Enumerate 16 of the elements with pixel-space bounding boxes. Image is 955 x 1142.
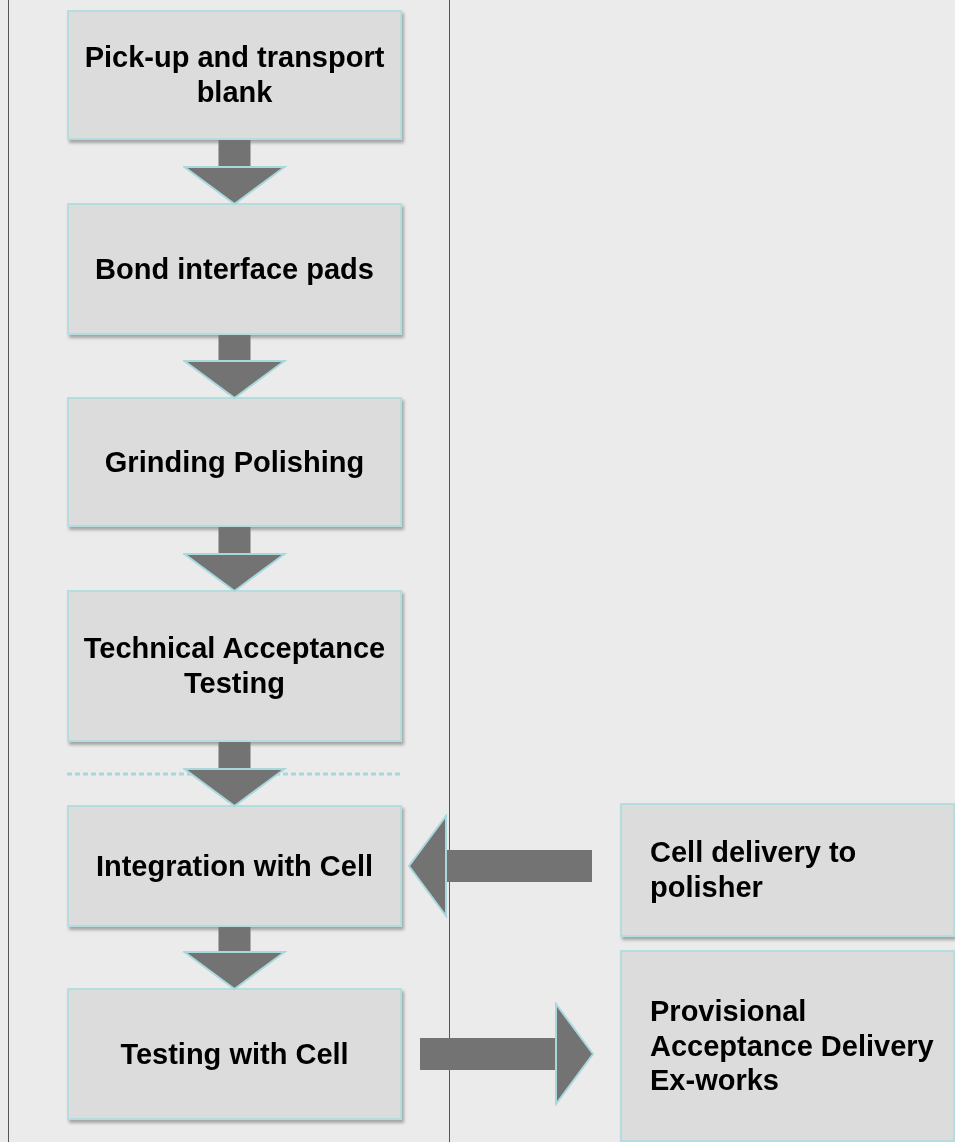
step-text: Testing with Cell: [120, 1036, 349, 1072]
process-box: [620, 803, 955, 937]
step-text: Provisional Acceptance Delivery Ex-works: [650, 993, 935, 1099]
process-box: [67, 805, 402, 927]
step-text: Technical Acceptance Testing: [82, 631, 387, 701]
step-text: Cell delivery to polisher: [650, 835, 858, 905]
process-box: [67, 10, 402, 140]
process-box: [67, 988, 402, 1120]
process-box: [67, 203, 402, 335]
process-box: [67, 590, 402, 742]
step-text: Integration with Cell: [95, 848, 374, 884]
step-text: Bond interface pads: [95, 251, 374, 287]
process-box: [67, 397, 402, 527]
step-text: Grinding Polishing: [104, 444, 365, 480]
process-box: [620, 950, 955, 1142]
step-text: Pick-up and transport blank: [83, 40, 386, 110]
